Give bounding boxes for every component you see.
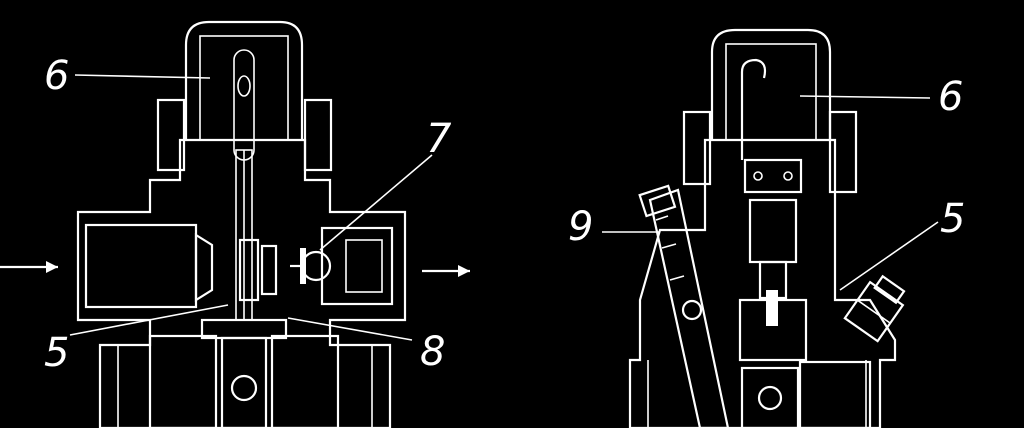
label-left-cap: 6 [44, 53, 69, 99]
left-nut-right [303, 98, 333, 172]
arrow-right-icon [422, 265, 470, 277]
left-valve-assembly [76, 20, 407, 428]
left-lower-chamber-right [270, 334, 340, 428]
right-cap [710, 28, 832, 140]
left-nut-left [156, 98, 186, 172]
right-nut-right [828, 110, 858, 194]
left-inlet-fitting [84, 223, 198, 309]
label-left-lower-seat: 8 [420, 329, 445, 375]
right-nut-left [682, 110, 712, 186]
label-left-outlet: 7 [426, 116, 452, 162]
left-outlet-fitting [290, 226, 394, 306]
label-right-body: 5 [940, 196, 965, 242]
right-adjusting-screw [843, 274, 906, 343]
label-right-cap: 6 [938, 74, 963, 120]
right-valve-body [628, 138, 897, 428]
right-side-tube [638, 184, 730, 428]
right-lower-chamber [798, 360, 872, 428]
left-cap [184, 20, 304, 140]
right-piston [743, 158, 803, 194]
arrow-right-icon [0, 261, 58, 273]
left-lower-chamber-left [148, 334, 218, 428]
right-valve-assembly [628, 28, 906, 428]
left-valve-body [76, 138, 407, 428]
label-right-side-tube: 9 [568, 204, 593, 250]
label-left-seat: 5 [44, 330, 69, 376]
